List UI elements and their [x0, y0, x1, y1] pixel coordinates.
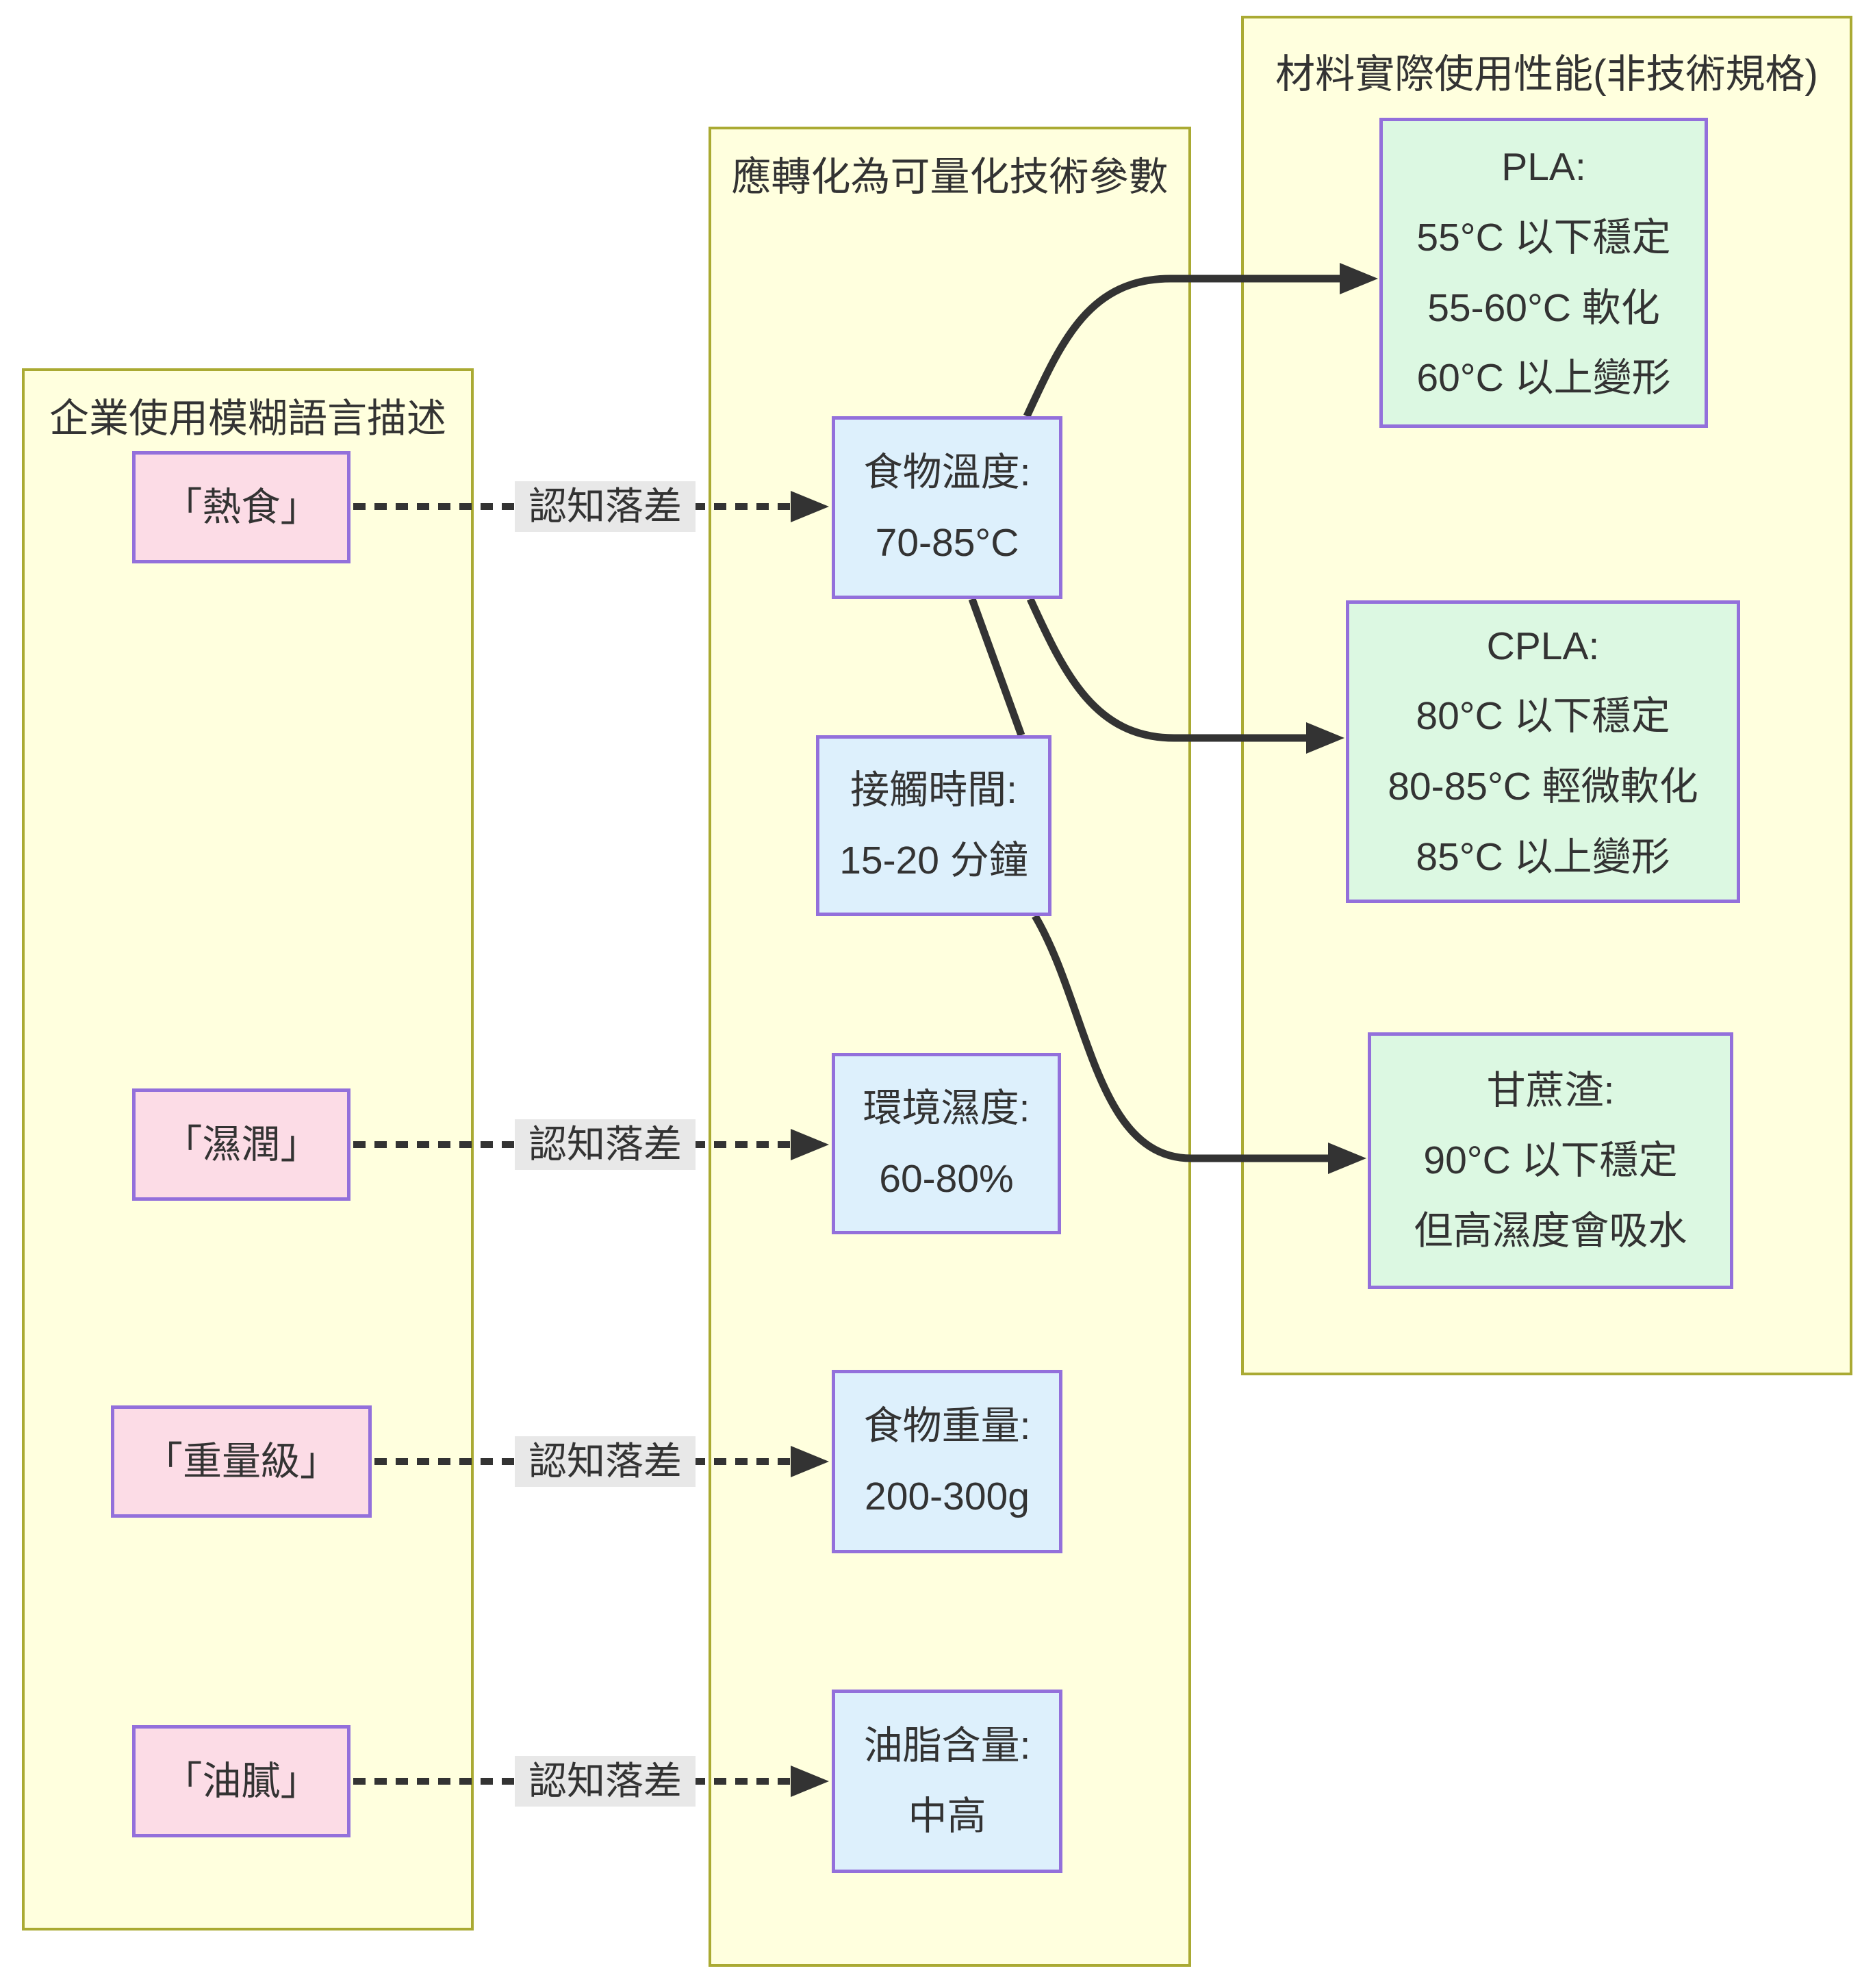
node-contact-time-line2: 15-20 分鐘 — [839, 839, 1028, 882]
node-moist-label: 「濕潤」 — [163, 1122, 320, 1167]
node-bagasse-line3: 但高濕度會吸水 — [1414, 1208, 1687, 1253]
node-bagasse: 甘蔗渣: 90°C 以下穩定 但高濕度會吸水 — [1368, 1032, 1733, 1289]
node-heavyweight-label: 「重量級」 — [144, 1439, 339, 1483]
node-pla-line3: 55-60°C 軟化 — [1427, 285, 1660, 330]
node-pla-line1: PLA: — [1501, 145, 1586, 190]
edge-label-cognitive-gap-1: 認知落差 — [515, 481, 696, 532]
edge-label-cognitive-gap-3: 認知落差 — [515, 1436, 696, 1487]
node-hot-food: 「熱食」 — [132, 451, 350, 563]
node-oil-content-line1: 油脂含量: — [863, 1724, 1031, 1768]
edge-label-cognitive-gap-4: 認知落差 — [515, 1756, 696, 1807]
column-materials-title: 材料實際使用性能(非技術規格) — [1275, 52, 1818, 97]
node-cpla-line4: 85°C 以上變形 — [1416, 834, 1670, 879]
node-pla: PLA: 55°C 以下穩定 55-60°C 軟化 60°C 以上變形 — [1379, 118, 1708, 428]
node-food-temperature-line1: 食物溫度: — [863, 450, 1031, 494]
node-bagasse-line1: 甘蔗渣: — [1486, 1068, 1615, 1112]
edge-label-cognitive-gap-2: 認知落差 — [515, 1119, 696, 1170]
node-food-temperature: 食物溫度: 70-85°C — [832, 416, 1062, 599]
node-oil-content: 油脂含量: 中高 — [832, 1690, 1062, 1873]
node-oil-content-line2: 中高 — [908, 1794, 986, 1838]
node-moist: 「濕潤」 — [132, 1088, 350, 1201]
node-hot-food-label: 「熱食」 — [163, 485, 320, 529]
node-ambient-humidity: 環境濕度: 60-80% — [832, 1053, 1061, 1234]
node-bagasse-line2: 90°C 以下穩定 — [1423, 1138, 1678, 1183]
node-cpla-line1: CPLA: — [1486, 624, 1600, 668]
column-parameters-title: 應轉化為可量化技術參數 — [731, 155, 1169, 199]
node-greasy-label: 「油膩」 — [163, 1759, 320, 1803]
node-ambient-humidity-line2: 60-80% — [879, 1156, 1014, 1201]
node-contact-time: 接觸時間: 15-20 分鐘 — [816, 735, 1051, 916]
edge-temp-to-pla — [1023, 263, 1378, 418]
edge-time-to-bagasse — [1032, 914, 1366, 1174]
node-food-weight-line1: 食物重量: — [863, 1404, 1031, 1449]
node-food-weight: 食物重量: 200-300g — [832, 1370, 1062, 1553]
node-food-weight-line2: 200-300g — [865, 1475, 1030, 1518]
node-food-temperature-line2: 70-85°C — [875, 520, 1019, 565]
node-pla-line2: 55°C 以下穩定 — [1416, 215, 1671, 259]
node-pla-line4: 60°C 以上變形 — [1416, 356, 1671, 400]
node-ambient-humidity-line1: 環境濕度: — [863, 1086, 1030, 1130]
node-heavyweight: 「重量級」 — [111, 1405, 372, 1518]
node-greasy: 「油膩」 — [132, 1725, 350, 1837]
node-cpla-line2: 80°C 以下穩定 — [1416, 694, 1670, 739]
edge-temp-to-cpla — [1026, 597, 1344, 754]
edge-temp-to-time-link — [968, 598, 1025, 737]
node-contact-time-line1: 接觸時間: — [850, 768, 1017, 813]
node-cpla: CPLA: 80°C 以下穩定 80-85°C 輕微軟化 85°C 以上變形 — [1346, 600, 1740, 903]
node-cpla-line3: 80-85°C 輕微軟化 — [1388, 765, 1698, 808]
column-fuzzy-title: 企業使用模糊語言描述 — [49, 396, 446, 441]
